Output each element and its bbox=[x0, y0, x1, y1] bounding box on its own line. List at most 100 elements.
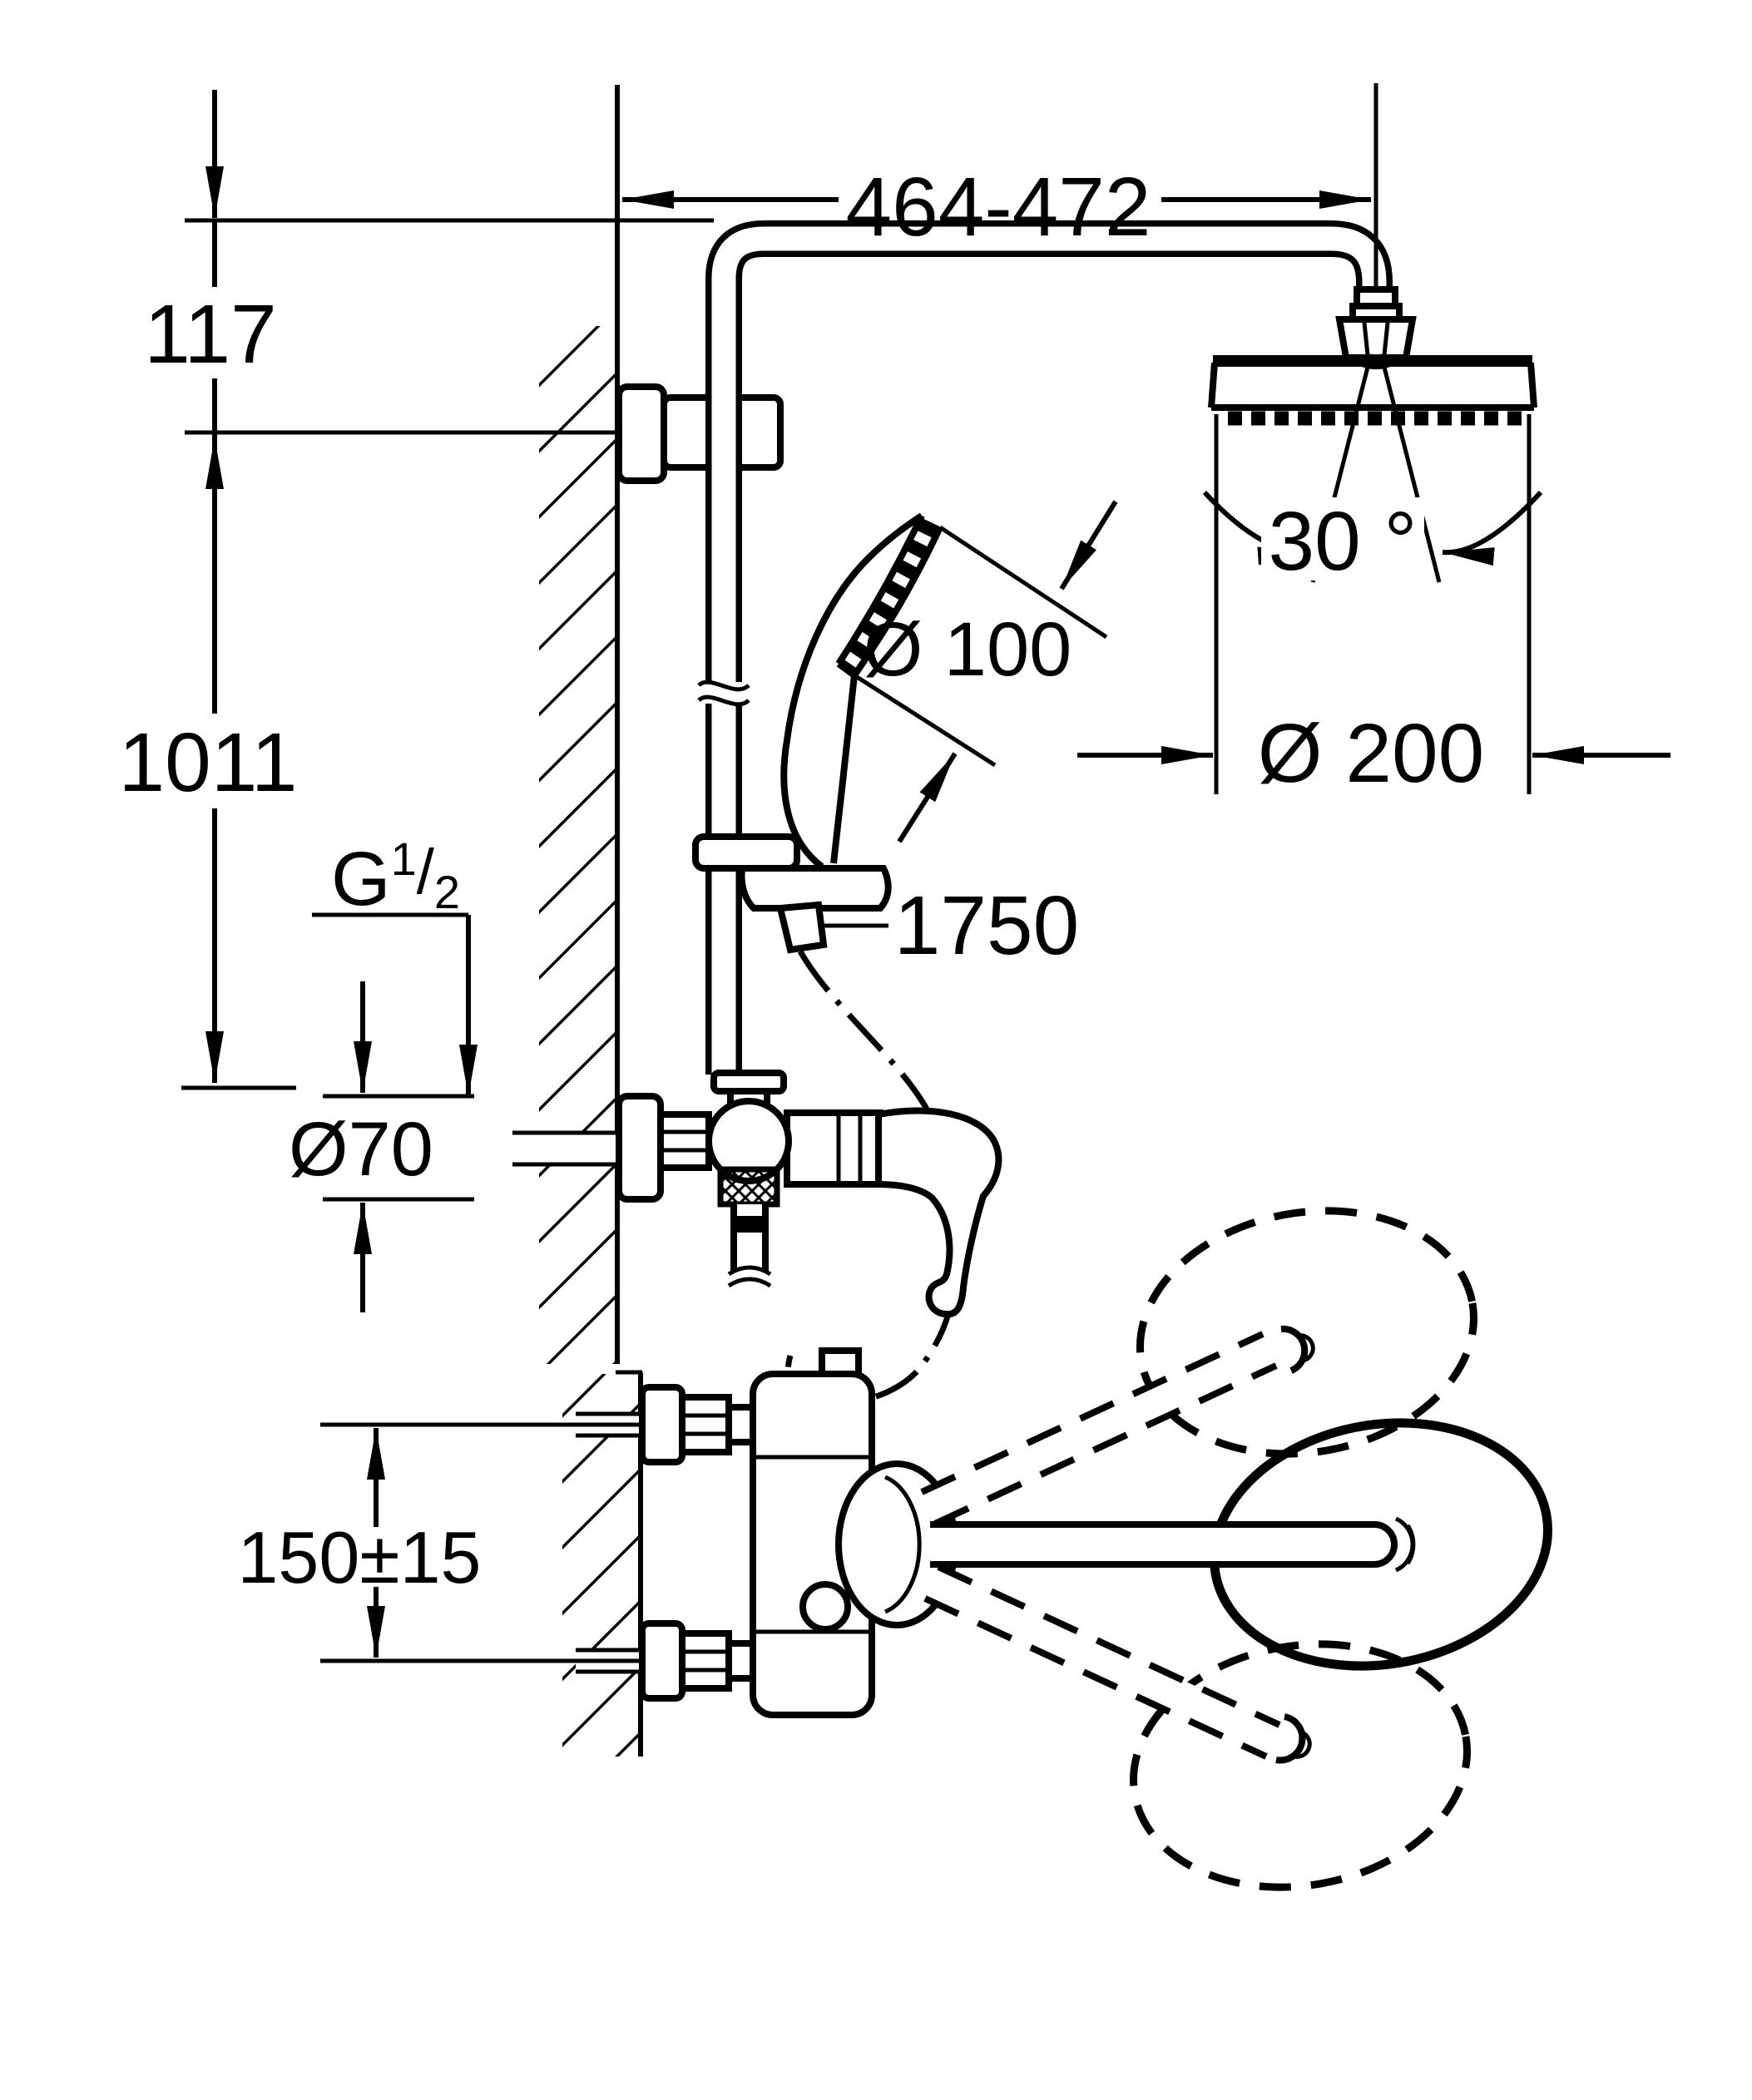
knob-phantom-top bbox=[920, 1207, 1477, 1527]
wall-hatching-lower bbox=[562, 1374, 639, 1757]
handshower-nozzles bbox=[839, 517, 940, 674]
knurled-nut bbox=[717, 1166, 780, 1208]
wall-lower bbox=[562, 1370, 643, 1757]
supply-pipe-fill bbox=[512, 1134, 621, 1163]
thread-num: 1 bbox=[391, 833, 417, 885]
handshower-face-cap bbox=[836, 660, 857, 679]
union-bottom bbox=[639, 1620, 757, 1702]
dim-g-half-label: G1/2 bbox=[331, 833, 460, 922]
lever-phantom-up-cap bbox=[1280, 1325, 1309, 1374]
label-halo bbox=[1261, 497, 1424, 581]
hand-shower bbox=[780, 512, 943, 870]
pipe-inner bbox=[711, 226, 1387, 1076]
dim-1750-label: 1750 bbox=[894, 879, 1079, 972]
lever-phantom-down-cap bbox=[1275, 1713, 1306, 1764]
lever-tube-fill bbox=[922, 1334, 1276, 1524]
head-left-edge bbox=[1208, 362, 1218, 408]
lever-phantom-down-line1 bbox=[923, 1595, 1268, 1760]
knob-solid bbox=[930, 1418, 1552, 1671]
dim-150-label: 150±15 bbox=[237, 1516, 481, 1598]
rail-wall-bracket bbox=[616, 383, 784, 484]
dim-70: Ø70 bbox=[289, 981, 474, 1312]
pipe-break-symbol bbox=[697, 679, 750, 707]
nut-facet-left bbox=[1362, 322, 1370, 356]
thread-den: 2 bbox=[434, 866, 460, 918]
handshower-face-inner bbox=[835, 514, 925, 666]
lever-solid-cap bbox=[1373, 1521, 1398, 1568]
lever-phantom-up-line1 bbox=[920, 1331, 1265, 1495]
lever-phantom-up-cap2 bbox=[1297, 1333, 1315, 1363]
knob-phantom-bottom bbox=[923, 1564, 1471, 1891]
union-escutcheon bbox=[639, 1620, 685, 1702]
dim-width-464-472: 464-472 bbox=[622, 83, 1378, 289]
union-hex bbox=[679, 1394, 732, 1455]
thread-g: G bbox=[331, 837, 391, 922]
union-hex bbox=[679, 1630, 732, 1692]
dim-1011: 1011 bbox=[118, 434, 298, 1090]
lever-tube-fill bbox=[925, 1567, 1279, 1757]
wall-upper bbox=[539, 85, 620, 1364]
shower-mixer bbox=[616, 1070, 1002, 1318]
lever-phantom-down-line2 bbox=[937, 1564, 1281, 1728]
union-top bbox=[639, 1384, 757, 1465]
outlet-pipe-band bbox=[732, 1216, 767, 1233]
dim-width-label: 464-472 bbox=[846, 161, 1151, 254]
handshower-face-outer bbox=[851, 526, 943, 678]
holder-cup bbox=[738, 865, 892, 912]
mixer-body bbox=[784, 1109, 883, 1188]
dim-100: Ø 100 bbox=[853, 500, 1118, 843]
bell-inner-arc bbox=[884, 1475, 922, 1614]
outlet-break-2 bbox=[727, 1277, 772, 1288]
knob-circle-solid bbox=[1210, 1418, 1552, 1671]
head-shower bbox=[1208, 355, 1537, 426]
outlet-pipe-fill bbox=[734, 1204, 765, 1276]
holder-clamp bbox=[692, 833, 800, 872]
nut-facet-right bbox=[1382, 322, 1390, 356]
hose-outlet-nub bbox=[776, 901, 828, 954]
head-shower-connector bbox=[1335, 286, 1417, 369]
shower-pipe bbox=[705, 220, 1393, 1076]
head-right-edge bbox=[1527, 362, 1537, 408]
thread-slash: / bbox=[417, 837, 435, 907]
connector-nut bbox=[1335, 316, 1417, 361]
dim-117-label: 117 bbox=[144, 288, 276, 381]
outlet-break-1 bbox=[727, 1265, 772, 1277]
ext-line-bottom bbox=[853, 673, 997, 768]
dim-g-half: G1/2 bbox=[312, 833, 478, 1096]
lever-solid-cap-arc2 bbox=[1405, 1524, 1416, 1565]
handshower-back-outline bbox=[780, 512, 924, 870]
mixer-lever-handle bbox=[875, 1107, 1002, 1318]
body-screw-detail bbox=[799, 1581, 851, 1633]
supply-pipe-upper-mixer bbox=[512, 1130, 621, 1167]
dim-1011-label: 1011 bbox=[118, 716, 297, 809]
dim-70-label: Ø70 bbox=[289, 1107, 433, 1192]
dim-200-label: Ø 200 bbox=[1258, 707, 1484, 800]
dim-200: Ø 200 bbox=[1077, 414, 1670, 800]
ext-line-top bbox=[938, 525, 1108, 640]
knob-circle-phantom-bottom bbox=[1130, 1640, 1471, 1891]
arrow-lower bbox=[897, 752, 958, 843]
angle-arc-arrow-right bbox=[1442, 490, 1543, 566]
union-escutcheon bbox=[639, 1384, 685, 1465]
rail-holder bbox=[692, 833, 892, 954]
dim-30-label: 30 ° bbox=[1268, 495, 1417, 588]
mixer-hex-nut bbox=[657, 1111, 712, 1171]
dim-30: 30 ° bbox=[1261, 495, 1424, 588]
spray-line-right bbox=[1378, 353, 1442, 583]
bracket-plate bbox=[616, 383, 667, 484]
break-squiggle-top bbox=[697, 679, 750, 692]
dim-150: 150±15 bbox=[237, 1422, 642, 1663]
arrow-upper bbox=[1059, 500, 1118, 590]
break-squiggle-bottom bbox=[697, 694, 750, 707]
lever-solid-fill bbox=[930, 1524, 1394, 1564]
dim-100-label: Ø 100 bbox=[864, 607, 1072, 692]
lever-phantom-up-line2 bbox=[933, 1362, 1278, 1527]
dim-117: 117 bbox=[144, 90, 714, 435]
handshower-handle-edge bbox=[830, 674, 858, 864]
wall-hatching-upper bbox=[539, 326, 616, 1364]
dim-1750: 1750 bbox=[824, 879, 1079, 972]
bath-mixer bbox=[639, 1347, 958, 1718]
knob-circle-phantom-top bbox=[1136, 1207, 1477, 1458]
